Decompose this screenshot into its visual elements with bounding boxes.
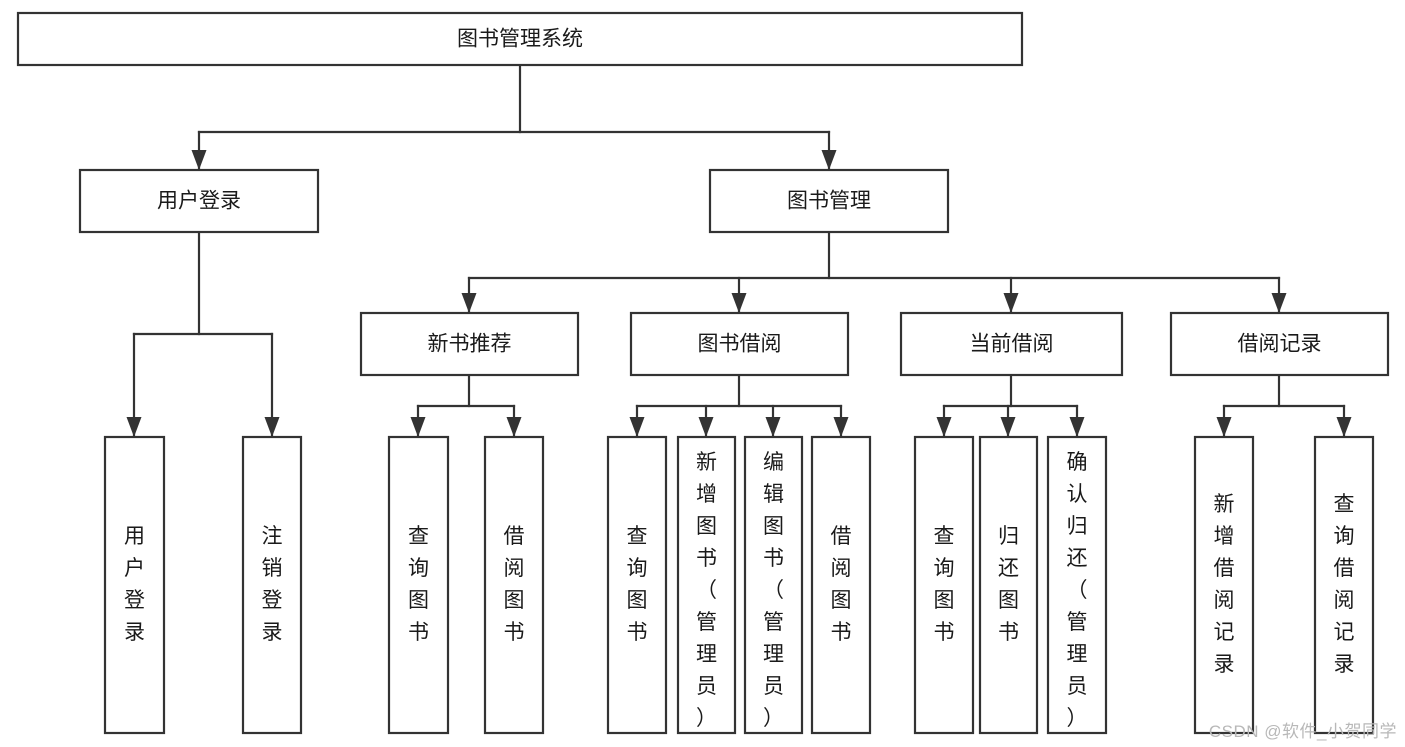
node-borrow-record[interactable]: 借阅记录 bbox=[1169, 311, 1390, 377]
node-box-leaf-user-login[interactable] bbox=[103, 435, 166, 735]
node-leaf-query-book-rec[interactable]: 查询图书 bbox=[387, 435, 450, 735]
node-box-leaf-query-book-rec[interactable] bbox=[387, 435, 450, 735]
node-label-leaf-edit-book: 编辑图书（管理员） bbox=[763, 451, 784, 730]
node-label-leaf-borrow-book-rec: 借阅图书 bbox=[504, 525, 525, 644]
node-user-login[interactable]: 用户登录 bbox=[78, 168, 320, 234]
node-label-book-manage: 图书管理 bbox=[787, 190, 871, 213]
node-box-leaf-borrow-book-b[interactable] bbox=[810, 435, 872, 735]
edge-group-userlogin-split bbox=[126, 230, 280, 438]
node-box-user-login[interactable] bbox=[78, 168, 320, 234]
edge-group-bookmanage-split bbox=[461, 230, 1287, 314]
node-box-leaf-edit-book[interactable] bbox=[743, 435, 804, 735]
node-label-book-borrow: 图书借阅 bbox=[698, 333, 782, 356]
node-box-current-borrow[interactable] bbox=[899, 311, 1124, 377]
node-box-leaf-return-book[interactable] bbox=[978, 435, 1039, 735]
node-box-leaf-add-book[interactable] bbox=[676, 435, 737, 735]
edge-group-currentborrow-split bbox=[936, 373, 1085, 438]
node-leaf-query-record[interactable]: 查询借阅记录 bbox=[1313, 435, 1375, 735]
node-book-manage[interactable]: 图书管理 bbox=[708, 168, 950, 234]
node-label-leaf-return-book: 归还图书 bbox=[998, 525, 1019, 644]
node-label-leaf-borrow-book-b: 借阅图书 bbox=[831, 525, 852, 644]
node-box-leaf-query-book-c[interactable] bbox=[913, 435, 975, 735]
node-label-leaf-query-book-b: 查询图书 bbox=[627, 525, 648, 644]
node-label-leaf-add-book: 新增图书（管理员） bbox=[696, 451, 717, 730]
node-box-leaf-query-book-b[interactable] bbox=[606, 435, 668, 735]
edge-group-borrowrecord-split bbox=[1216, 373, 1352, 438]
node-leaf-confirm-return[interactable]: 确认归还（管理员） bbox=[1046, 435, 1108, 735]
edges-layer bbox=[126, 63, 1352, 438]
node-label-leaf-query-book-rec: 查询图书 bbox=[408, 525, 429, 644]
node-current-borrow[interactable]: 当前借阅 bbox=[899, 311, 1124, 377]
node-leaf-borrow-book-rec[interactable]: 借阅图书 bbox=[483, 435, 545, 735]
node-leaf-return-book[interactable]: 归还图书 bbox=[978, 435, 1039, 735]
node-box-book-manage[interactable] bbox=[708, 168, 950, 234]
node-label-borrow-record: 借阅记录 bbox=[1238, 333, 1322, 356]
nodes-layer: 图书管理系统用户登录图书管理新书推荐图书借阅当前借阅借阅记录用户登录注销登录查询… bbox=[16, 11, 1390, 735]
node-book-borrow[interactable]: 图书借阅 bbox=[629, 311, 850, 377]
node-label-current-borrow: 当前借阅 bbox=[970, 333, 1054, 356]
node-box-leaf-logout[interactable] bbox=[241, 435, 303, 735]
node-box-leaf-query-record[interactable] bbox=[1313, 435, 1375, 735]
node-label-root: 图书管理系统 bbox=[457, 28, 583, 51]
node-label-leaf-logout: 注销登录 bbox=[262, 525, 283, 644]
node-box-book-borrow[interactable] bbox=[629, 311, 850, 377]
csdn-watermark: CSDN @软件_小贺同学 bbox=[1208, 722, 1397, 741]
node-label-leaf-query-book-c: 查询图书 bbox=[934, 525, 955, 644]
node-label-leaf-add-record: 新增借阅记录 bbox=[1214, 493, 1235, 676]
node-label-leaf-user-login: 用户登录 bbox=[124, 525, 145, 644]
node-leaf-query-book-c[interactable]: 查询图书 bbox=[913, 435, 975, 735]
node-box-leaf-add-record[interactable] bbox=[1193, 435, 1255, 735]
node-label-user-login: 用户登录 bbox=[157, 190, 241, 213]
edge-group-bookborrow-split bbox=[629, 373, 849, 438]
node-label-new-book-rec: 新书推荐 bbox=[428, 333, 512, 356]
edge-group-newbook-split bbox=[410, 373, 522, 438]
node-new-book-rec[interactable]: 新书推荐 bbox=[359, 311, 580, 377]
node-leaf-borrow-book-b[interactable]: 借阅图书 bbox=[810, 435, 872, 735]
node-box-leaf-confirm-return[interactable] bbox=[1046, 435, 1108, 735]
node-root[interactable]: 图书管理系统 bbox=[16, 11, 1024, 67]
node-leaf-add-record[interactable]: 新增借阅记录 bbox=[1193, 435, 1255, 735]
node-box-root[interactable] bbox=[16, 11, 1024, 67]
node-label-leaf-query-record: 查询借阅记录 bbox=[1334, 493, 1355, 676]
node-box-borrow-record[interactable] bbox=[1169, 311, 1390, 377]
node-label-leaf-confirm-return: 确认归还（管理员） bbox=[1067, 451, 1088, 730]
node-leaf-query-book-b[interactable]: 查询图书 bbox=[606, 435, 668, 735]
node-leaf-edit-book[interactable]: 编辑图书（管理员） bbox=[743, 435, 804, 735]
node-box-leaf-borrow-book-rec[interactable] bbox=[483, 435, 545, 735]
node-box-new-book-rec[interactable] bbox=[359, 311, 580, 377]
node-leaf-add-book[interactable]: 新增图书（管理员） bbox=[676, 435, 737, 735]
node-leaf-user-login[interactable]: 用户登录 bbox=[103, 435, 166, 735]
node-leaf-logout[interactable]: 注销登录 bbox=[241, 435, 303, 735]
edge-group-root-split bbox=[191, 63, 837, 171]
